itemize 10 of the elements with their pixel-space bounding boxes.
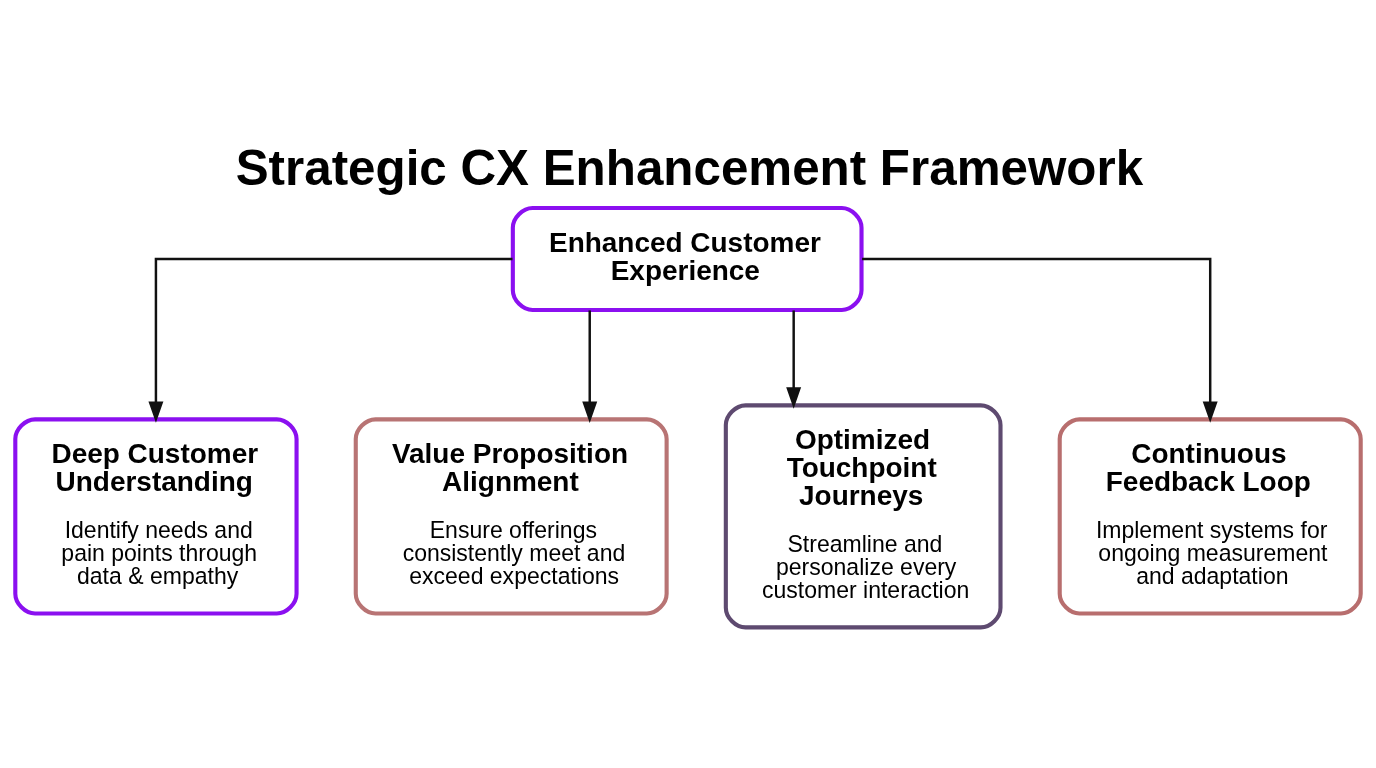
node-box: Deep Customer Understanding Identify needs and pain points through data & empathy — [13, 417, 299, 616]
diagram-title: Strategic CX Enhancement Framework — [235, 139, 1144, 195]
arrow — [582, 310, 598, 423]
node-box: Value Proposition Alignment Ensure offerings consistently meet and exceed expectations — [353, 417, 669, 616]
node-box: Enhanced Customer Experience — [510, 205, 864, 313]
node-box: Continuous Feedback Loop Implement systems for ongoing measurement and adaptation — [1057, 417, 1363, 616]
arrow — [148, 257, 513, 423]
arrow — [786, 310, 802, 409]
node-box: Optimized Touchpoint Journeys Streamline and personalize every customer interaction — [723, 403, 1003, 630]
arrow — [862, 257, 1218, 423]
